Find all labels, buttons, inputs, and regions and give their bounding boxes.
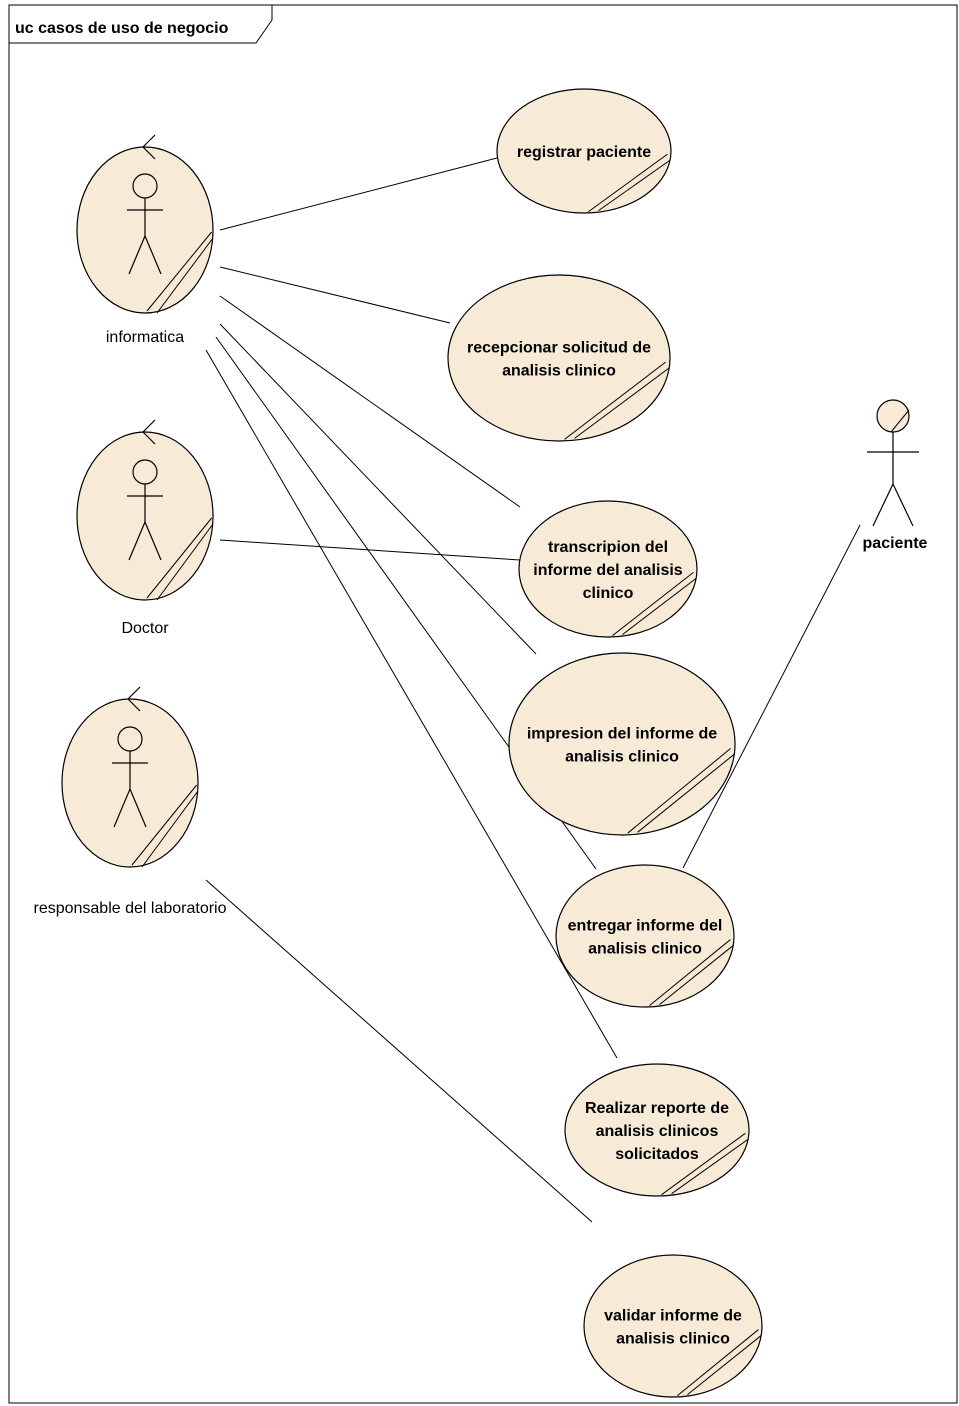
use-case-label: registrar paciente <box>517 144 651 161</box>
use-case-label: Realizar reporte de <box>585 1100 729 1117</box>
use-case-mark-icon <box>637 754 735 833</box>
actor-label: responsable del laboratorio <box>33 900 226 917</box>
use-case-label: entregar informe del <box>568 918 723 935</box>
use-case-mark-icon <box>627 748 731 834</box>
actor-leg-icon <box>872 483 894 527</box>
use-case-uc6[interactable]: Realizar reporte de analisis clinicos soli… <box>564 1063 750 1197</box>
use-case-mark-icon <box>677 1329 759 1396</box>
actor-leg-icon <box>129 788 147 828</box>
association-informatica-uc4 <box>219 323 537 655</box>
actor-doctor[interactable]: Doctor <box>76 419 214 637</box>
actor-label: Doctor <box>121 620 169 637</box>
use-case-ellipse <box>555 864 735 1008</box>
use-case-mark-icon <box>598 159 671 212</box>
use-case-uc3[interactable]: transcripion del informe del analisis clin… <box>518 500 698 638</box>
actor-informatica[interactable]: informatica <box>76 134 214 346</box>
use-case-mark-icon <box>588 153 668 213</box>
use-case-label: transcripion del <box>548 539 668 556</box>
association-informatica-uc1 <box>219 157 498 231</box>
use-case-ellipse <box>508 652 736 836</box>
use-case-mark-icon <box>564 361 666 440</box>
use-case-label: clinico <box>583 585 634 602</box>
actor-mark-icon <box>156 523 214 601</box>
actor-arrow-icon <box>127 686 141 712</box>
actor-paciente[interactable]: paciente <box>863 399 928 552</box>
actor-mark-icon <box>890 409 910 433</box>
use-case-ellipse <box>496 88 672 214</box>
association-informatica-uc6 <box>205 349 618 1059</box>
association-informatica-uc2 <box>219 266 451 324</box>
actor-label: informatica <box>106 329 184 346</box>
use-case-label: recepcionar solicitud de <box>467 340 651 357</box>
actor-responsable[interactable]: responsable del laboratorio <box>33 686 227 917</box>
use-case-mark-icon <box>622 578 697 636</box>
frame-title: uc casos de uso de negocio <box>15 20 229 37</box>
use-case-mark-icon <box>659 945 734 1005</box>
actor-mark-icon <box>141 790 199 868</box>
use-cases: registrar paciente recepcionar solicitud … <box>447 88 763 1398</box>
association-paciente-uc5 <box>682 524 861 869</box>
actor-leg-icon <box>144 235 162 275</box>
actor-leg-icon <box>128 235 146 275</box>
use-case-uc5[interactable]: entregar informe del analisis clinico <box>555 864 735 1008</box>
use-case-mark-icon <box>649 939 731 1006</box>
actor-mark-icon <box>156 237 214 314</box>
use-case-uc2[interactable]: recepcionar solicitud de analisis clinico <box>447 274 671 442</box>
actor-label: paciente <box>863 535 928 552</box>
use-case-ellipse <box>447 274 671 442</box>
use-case-label: analisis clinico <box>565 749 679 766</box>
associations <box>205 157 861 1223</box>
actor-leg-icon <box>144 521 162 561</box>
actor-arrow-icon <box>142 419 156 445</box>
use-case-label: analisis clinico <box>502 363 616 380</box>
use-case-mark-icon <box>612 572 694 637</box>
use-case-label: analisis clinico <box>588 941 702 958</box>
use-case-label: solicitados <box>615 1146 699 1163</box>
actor-mark-icon <box>131 784 198 866</box>
use-case-ellipse <box>583 1254 763 1398</box>
use-case-uc4[interactable]: impresion del informe de analisis clinico <box>508 652 736 836</box>
frame-title-tab <box>9 4 273 44</box>
actor-arrow-icon <box>142 134 156 160</box>
actor-mark-icon <box>146 517 213 599</box>
actor-mark-icon <box>146 231 213 312</box>
actor-leg-icon <box>128 521 146 561</box>
use-case-label: informe del analisis <box>533 562 682 579</box>
use-case-label: impresion del informe de <box>527 726 717 743</box>
use-case-ellipse <box>564 1063 750 1197</box>
diagram-frame <box>8 4 958 1404</box>
association-informatica-uc3 <box>219 295 521 508</box>
use-case-label: analisis clinico <box>616 1331 730 1348</box>
use-case-mark-icon <box>661 1132 746 1196</box>
use-case-uc1[interactable]: registrar paciente <box>496 88 672 214</box>
actor-leg-icon <box>892 483 914 527</box>
use-case-mark-icon <box>671 1138 749 1195</box>
use-case-label: validar informe de <box>604 1308 742 1325</box>
association-responsable-uc7 <box>205 879 593 1223</box>
use-case-mark-icon <box>687 1335 762 1395</box>
use-case-mark-icon <box>574 367 670 439</box>
use-case-label: analisis clinicos <box>596 1123 719 1140</box>
use-case-uc7[interactable]: validar informe de analisis clinico <box>583 1254 763 1398</box>
association-doctor-uc3 <box>219 539 521 561</box>
actor-leg-icon <box>113 788 131 828</box>
use-case-ellipse <box>518 500 698 638</box>
